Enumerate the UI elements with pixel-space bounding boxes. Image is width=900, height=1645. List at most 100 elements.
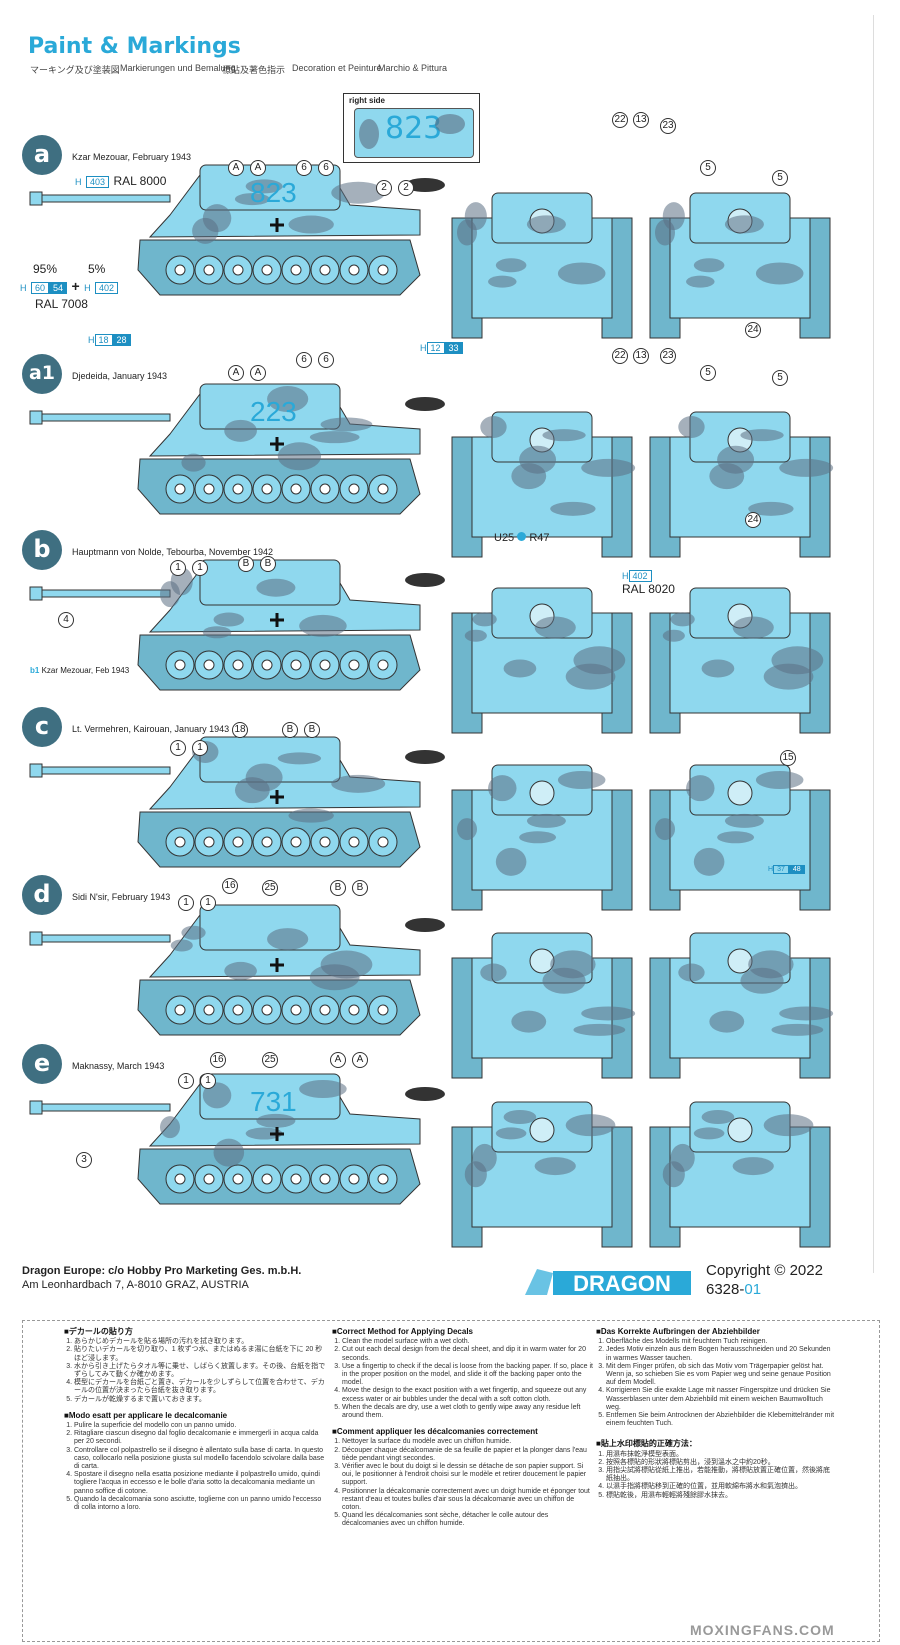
page-title: Paint & Markings — [28, 34, 241, 59]
instruction-step: 以濕手指將標貼移到正確的位置，並用軟綿布將水和氣泡擠出。 — [606, 1483, 836, 1491]
scheme-caption: Maknassy, March 1943 — [72, 1061, 165, 1071]
decal-callout: 6 — [296, 352, 312, 368]
paint-ref-h403: H 403 RAL 8000 — [75, 174, 167, 188]
scheme-caption: Hauptmann von Nolde, Tebourba, November … — [72, 547, 273, 557]
copyright: Copyright © 2022 — [706, 1262, 823, 1279]
decal-callout: 5 — [700, 365, 716, 381]
decal-ref-u25-r47: U25 R47 — [494, 532, 550, 544]
scheme-letter: e — [22, 1044, 62, 1084]
ral-8000: RAL 8000 — [113, 174, 167, 188]
decal-callout: 18 — [232, 722, 248, 738]
instruction-step: Oberfläche des Modells mit feuchtem Tuch… — [606, 1338, 836, 1346]
decal-callout: 1 — [200, 1073, 216, 1089]
logo-text: DRAGON — [573, 1271, 671, 1296]
subtitle-zh: 標貼及著色指示 — [222, 65, 286, 75]
instruction-step: 用指尖試將標貼從紙上推出，若能推動，將標貼放置正確位置，然後將底紙抽出。 — [606, 1467, 836, 1483]
dragon-logo: DRAGON — [523, 1265, 693, 1299]
instruction-step: Quand les décalcomanies sont sèche, déta… — [342, 1512, 594, 1528]
ral-7008: RAL 7008 — [35, 297, 88, 311]
instructions-box — [22, 1320, 880, 1642]
decal-callout: 1 — [200, 895, 216, 911]
instructions-col-3: ■Das Korrekte Aufbringen der Abziehbilde… — [596, 1327, 836, 1508]
scheme-caption: Sidi N'sir, February 1943 — [72, 892, 171, 902]
decal-callout: 24 — [745, 512, 761, 528]
scheme-letter: d — [22, 875, 62, 915]
decal-callout: B — [330, 880, 346, 896]
decal-callout: A — [228, 365, 244, 381]
decal-callout: 2 — [398, 180, 414, 196]
instruction-step: あらかじめデカールを貼る場所の汚れを拭き取ります。 — [74, 1338, 326, 1346]
decal-callout: B — [282, 722, 298, 738]
camo-spot — [359, 119, 379, 149]
scheme-letter: a1 — [22, 354, 62, 394]
instructions-col-2: ■Correct Method for Applying Decals Clea… — [332, 1327, 594, 1537]
instruction-step: Controllare col polpastrello se il diseg… — [74, 1447, 326, 1472]
decal-callout: 1 — [170, 740, 186, 756]
ral-8020: RAL 8020 — [622, 582, 675, 596]
instructions-it: Pulire la superficie del modello con un … — [64, 1422, 326, 1512]
decal-callout: 4 — [58, 612, 74, 628]
instructions-de: Oberfläche des Modells mit feuchtem Tuch… — [596, 1338, 836, 1428]
decal-callout: 25 — [262, 880, 278, 896]
scheme-caption: Lt. Vermehren, Kairouan, January 1943 — [72, 724, 230, 734]
instruction-step: Ritagliare ciascun disegno dal foglio de… — [74, 1430, 326, 1446]
decal-callout: B — [352, 880, 368, 896]
scheme-caption: Djedeida, January 1943 — [72, 371, 168, 381]
footer-line1: Dragon Europe: c/o Hobby Pro Marketing G… — [22, 1265, 302, 1277]
decal-callout: A — [250, 160, 266, 176]
instructions-col-1: ■デカールの貼り方 あらかじめデカールを貼る場所の汚れを拭き取ります。貼りたいデ… — [64, 1327, 326, 1520]
decal-callout: 1 — [178, 895, 194, 911]
decal-callout: 2 — [376, 180, 392, 196]
instruction-step: 按照各標貼的形狀將標貼剪出，浸到溫水之中約20秒。 — [606, 1459, 836, 1467]
watermark: MOXINGFANS.COM — [690, 1622, 835, 1638]
decal-callout: 1 — [192, 740, 208, 756]
right-side-label: right side — [349, 96, 386, 105]
instruction-step: Pulire la superficie del modello con un … — [74, 1422, 326, 1430]
decal-callout: B — [260, 556, 276, 572]
decal-callout: 1 — [170, 560, 186, 576]
instructions-jp: あらかじめデカールを貼る場所の汚れを拭き取ります。貼りたいデカールを切り取り、1… — [64, 1338, 326, 1404]
right-side-number: 823 — [385, 111, 443, 146]
subtitle-jp: マーキング及び塗装図 — [30, 65, 120, 75]
turret-side-view: 823 — [354, 108, 474, 158]
decal-callout: A — [352, 1052, 368, 1068]
instruction-step: Use a fingertip to check if the decal is… — [342, 1363, 594, 1388]
decal-callout: 5 — [772, 170, 788, 186]
instructions-fr: Nettoyer la surface du modèle avec un ch… — [332, 1438, 594, 1528]
decal-callout: 5 — [700, 160, 716, 176]
instruction-step: 水から引き上げたらタオル等に乗せ、しばらく放置します。その後、台紙を指でずらして… — [74, 1363, 326, 1379]
instruction-step: 標貼乾後，用濕布輕輕將殘餘膠水抹去。 — [606, 1492, 836, 1500]
decal-callout: 1 — [178, 1073, 194, 1089]
camo-spot — [435, 114, 465, 134]
decal-callout: 6 — [318, 160, 334, 176]
decal-callout: 22 — [612, 348, 628, 364]
scheme-note: b1 Kzar Mezouar, Feb 1943 — [30, 666, 129, 675]
scheme-note-tag: b1 — [30, 666, 42, 675]
instruction-step: Spostare il disegno nella esatta posizio… — [74, 1471, 326, 1496]
right-side-inset: right side 823 — [343, 93, 480, 163]
decal-callout: A — [330, 1052, 346, 1068]
roundel-icon — [517, 532, 527, 541]
decal-callout: 15 — [780, 750, 796, 766]
decal-callout: 1 — [192, 560, 208, 576]
decal-callout: B — [304, 722, 320, 738]
decal-callout: 13 — [633, 348, 649, 364]
decal-callout: 6 — [318, 352, 334, 368]
decal-callout: A — [228, 160, 244, 176]
instruction-step: 模型にデカールを台紙ごと置き、デカールを少しずらして位置を合わせて、デカールの位… — [74, 1379, 326, 1395]
h-code: 403 — [85, 176, 109, 188]
instruction-step: Cut out each decal design from the decal… — [342, 1346, 594, 1362]
instruction-step: Nettoyer la surface du modèle avec un ch… — [342, 1438, 594, 1446]
scheme-note-text: Kzar Mezouar, Feb 1943 — [41, 666, 130, 675]
decal-callout: 25 — [262, 1052, 278, 1068]
decal-callout: 23 — [660, 348, 676, 364]
subtitle-fr: Decoration et Peinture — [292, 63, 382, 73]
decal-callout: 6 — [296, 160, 312, 176]
instruction-step: Entfernen Sie beim Antrocknen der Abzieh… — [606, 1412, 836, 1428]
decal-callout: B — [238, 556, 254, 572]
sheet-frame — [15, 15, 874, 1273]
percent-5: 5% — [88, 262, 106, 276]
